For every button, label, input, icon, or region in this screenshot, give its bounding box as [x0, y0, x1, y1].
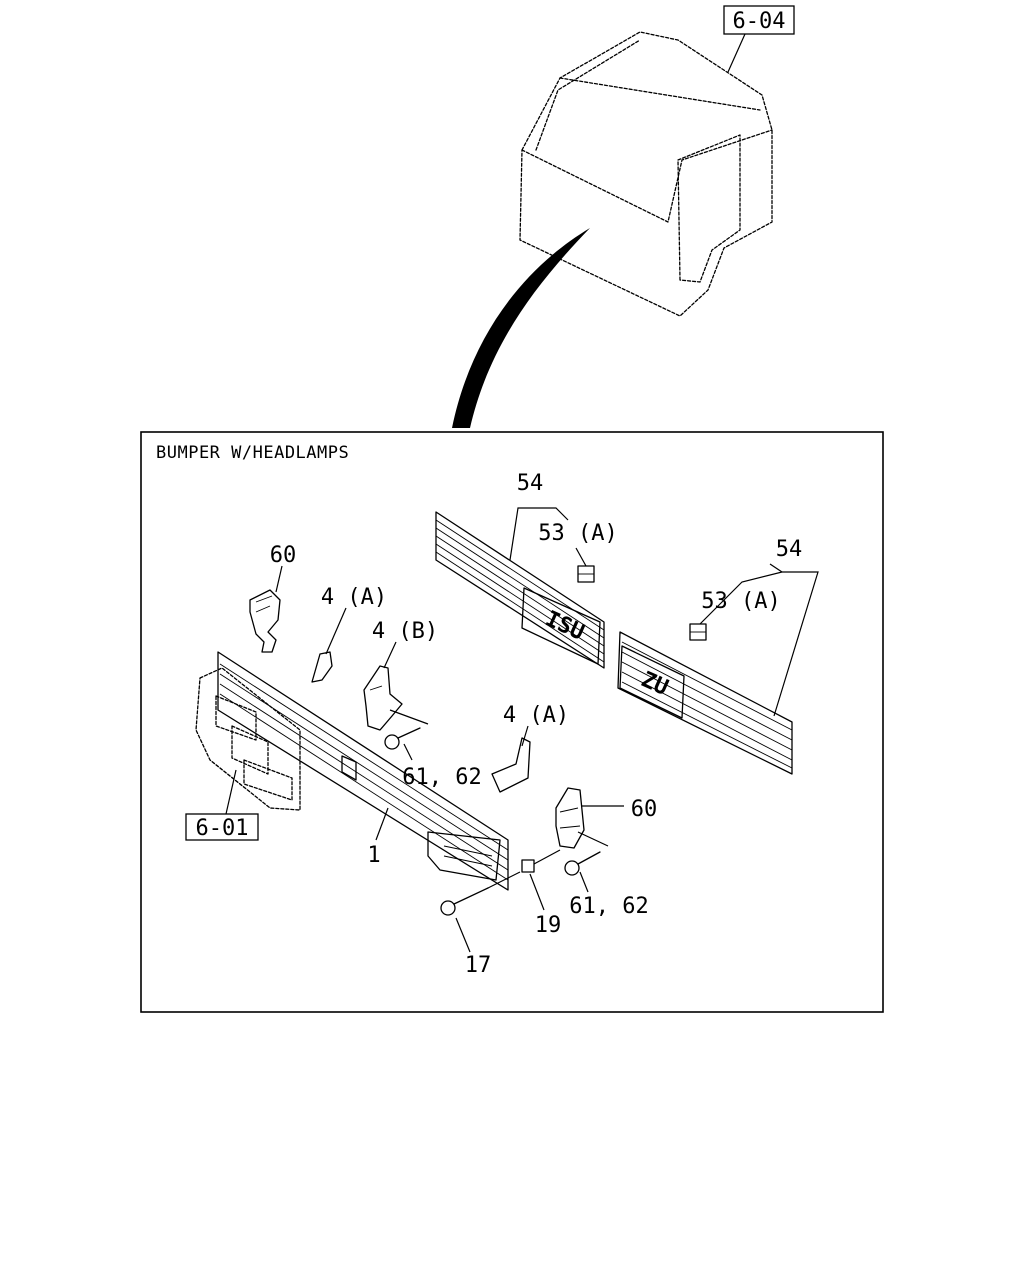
front-grille-1[interactable] — [217, 651, 509, 891]
bracket-60-left[interactable] — [249, 589, 281, 653]
section-frame — [140, 431, 884, 1013]
nut-19[interactable] — [521, 859, 535, 873]
bracket-60-right[interactable] — [555, 787, 585, 849]
callout-53a-left: 53 (A) — [538, 521, 617, 546]
callout-60-right: 60 — [631, 797, 658, 822]
callout-53a-right: 53 (A) — [701, 589, 780, 614]
section-title: BUMPER W/HEADLAMPS — [156, 443, 349, 463]
callout-60-left: 60 — [270, 543, 297, 568]
bumper-reference[interactable]: 6-01 — [185, 769, 259, 841]
truck-cab — [519, 31, 773, 317]
clip-53a-right[interactable] — [689, 623, 707, 641]
section-connector — [452, 228, 590, 428]
callout-54-left: 54 — [517, 471, 544, 496]
bolt-61-62-right[interactable] — [564, 851, 601, 876]
callout-17: 17 — [465, 953, 492, 978]
bracket-4a-right[interactable] — [491, 737, 531, 793]
cab-reference-label: 6-04 — [733, 9, 786, 34]
callout-54-right: 54 — [776, 537, 803, 562]
bolt-17[interactable] — [440, 887, 489, 916]
bracket-4a-left[interactable] — [311, 651, 333, 683]
callout-4b: 4 (B) — [372, 619, 438, 644]
bumper-reference-label: 6-01 — [196, 816, 249, 841]
callout-4a-right: 4 (A) — [503, 703, 569, 728]
cab-reference[interactable]: 6-04 — [723, 5, 795, 73]
grille-panel-right[interactable]: ZU — [617, 631, 793, 775]
callout-61-62-left: 61, 62 — [402, 765, 481, 790]
callout-4a-left: 4 (A) — [321, 585, 387, 610]
clip-53a-left[interactable] — [577, 565, 595, 583]
bumper-assembly[interactable] — [195, 667, 301, 811]
bracket-4b[interactable] — [363, 665, 403, 731]
callout-61-62-right: 61, 62 — [569, 894, 648, 919]
grille-emblem-left: ISU — [541, 607, 587, 646]
callout-1: 1 — [367, 843, 380, 868]
bolt-61-62-left[interactable] — [384, 727, 421, 750]
callout-19: 19 — [535, 913, 562, 938]
